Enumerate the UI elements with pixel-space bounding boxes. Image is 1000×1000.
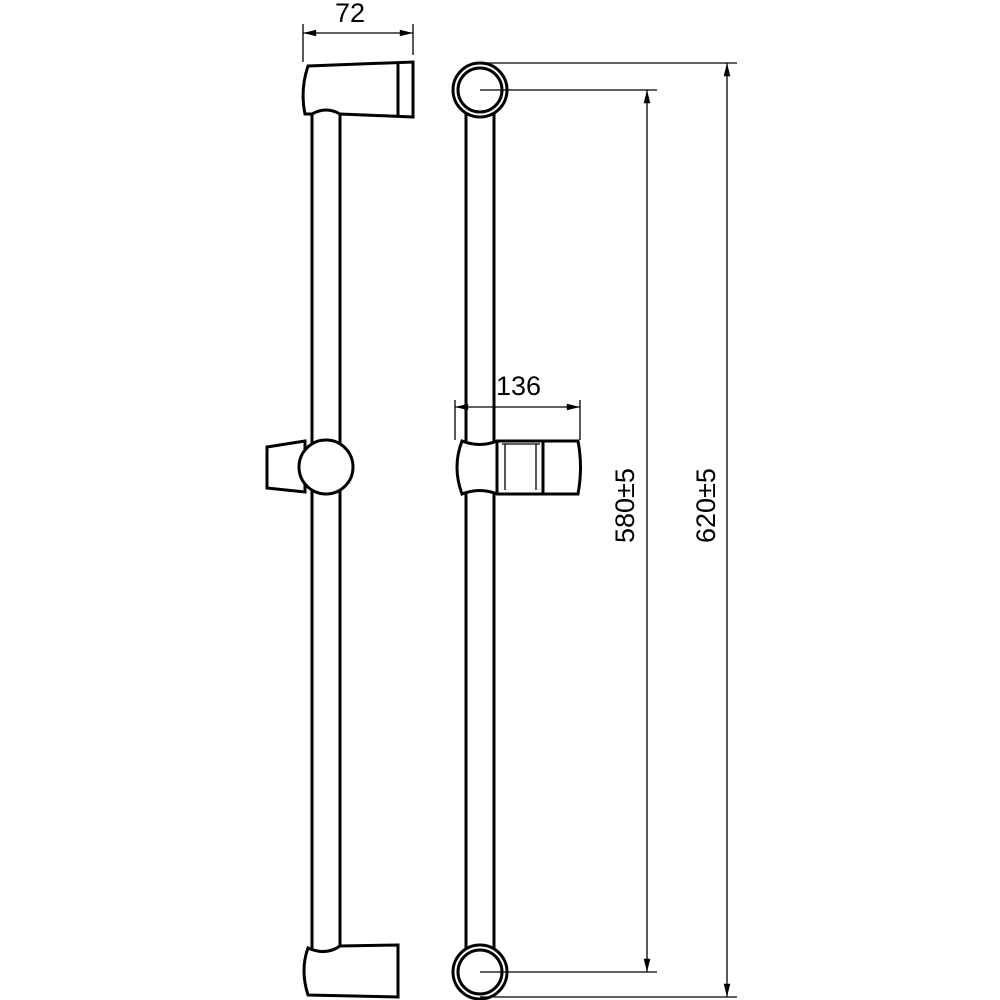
slider-knob-side: [297, 438, 355, 496]
top-wall-bracket-side: [301, 60, 415, 119]
dimension-136: 136: [454, 371, 581, 440]
bottom-wall-bracket-side: [302, 943, 400, 999]
front-view: [451, 61, 582, 1000]
side-view: [265, 60, 415, 999]
dimension-72: 72: [302, 0, 414, 62]
dimension-label-580: 580±5: [610, 468, 640, 543]
dimension-label-136: 136: [496, 371, 541, 401]
slider-holder-side: [265, 439, 307, 494]
dimension-580: 580±5: [480, 89, 657, 973]
slider-front: [455, 439, 582, 496]
dimension-620: 620±5: [480, 62, 737, 998]
dimension-label-72: 72: [335, 0, 365, 28]
dimension-label-620: 620±5: [691, 468, 721, 543]
